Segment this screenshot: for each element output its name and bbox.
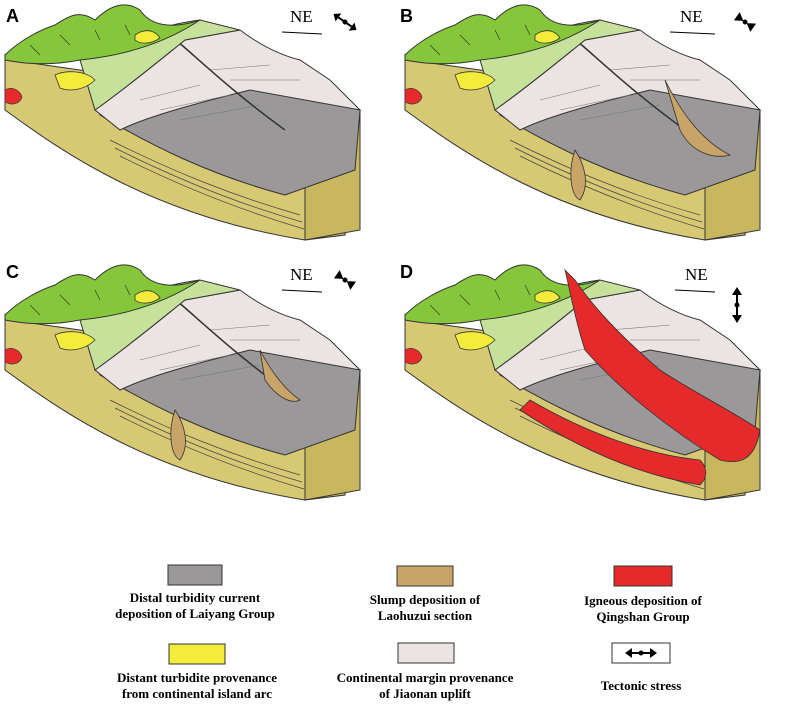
panel-letter-d: D (400, 262, 413, 282)
tectonic-stress-icon-b (733, 12, 757, 32)
slump-deposit-b1 (570, 149, 586, 201)
legend-label-igneous-1: Igneous deposition of (584, 593, 702, 608)
panel-letter-c: C (6, 262, 19, 282)
legend-label-arc-1: Distant turbidite provenance (117, 670, 277, 685)
ne-arrow-d (674, 289, 716, 293)
tectonic-stress-icon-legend (625, 648, 657, 658)
legend-label-slump-1: Slump deposition of (370, 592, 481, 607)
slump-deposit-c1 (170, 409, 186, 461)
legend-label-igneous-2: Qingshan Group (596, 609, 689, 624)
igneous-deposit-d2 (519, 399, 707, 486)
slump-deposit-c2 (259, 349, 301, 402)
legend-label-slump-2: Laohuzui section (378, 608, 473, 623)
legend-label-stress: Tectonic stress (601, 678, 682, 693)
ne-label-d: NE (685, 265, 708, 284)
panel-d: D NE (400, 262, 761, 501)
panel-c: C NE (4, 262, 361, 501)
legend-item-igneous: Igneous deposition of Qingshan Group (584, 565, 703, 624)
ne-label-a: NE (290, 7, 313, 26)
panel-a: A NE (4, 4, 361, 241)
ne-arrow-a (281, 31, 323, 35)
legend-label-uplift-1: Continental margin provenance (337, 670, 514, 685)
ne-label-c: NE (290, 265, 313, 284)
legend-item-slump: Slump deposition of Laohuzui section (370, 565, 481, 623)
igneous-deposit-d (564, 268, 761, 463)
legend-item-stress: Tectonic stress (601, 642, 682, 693)
legend: Distal turbidity current deposition of L… (115, 564, 703, 701)
ne-arrow-b (669, 31, 716, 35)
slump-deposit-b2 (664, 79, 732, 157)
legend-label-distal-1: Distal turbidity current (130, 590, 261, 605)
panel-b: B NE (400, 4, 761, 241)
legend-label-arc-2: from continental island arc (122, 686, 272, 701)
legend-label-uplift-2: of Jiaonan uplift (379, 686, 471, 701)
tectonic-stress-icon-c (333, 270, 357, 290)
legend-label-distal-2: deposition of Laiyang Group (115, 606, 275, 621)
tectonic-stress-icon-d (732, 287, 742, 323)
ne-arrow-c (281, 289, 323, 293)
legend-item-uplift: Continental margin provenance of Jiaonan… (337, 642, 514, 701)
legend-item-distal: Distal turbidity current deposition of L… (115, 564, 275, 621)
ne-label-b: NE (680, 7, 703, 26)
legend-item-arc: Distant turbidite provenance from contin… (117, 643, 277, 701)
panel-letter-b: B (400, 6, 413, 26)
tectonic-stress-icon-a (333, 13, 357, 31)
panel-letter-a: A (6, 6, 19, 26)
